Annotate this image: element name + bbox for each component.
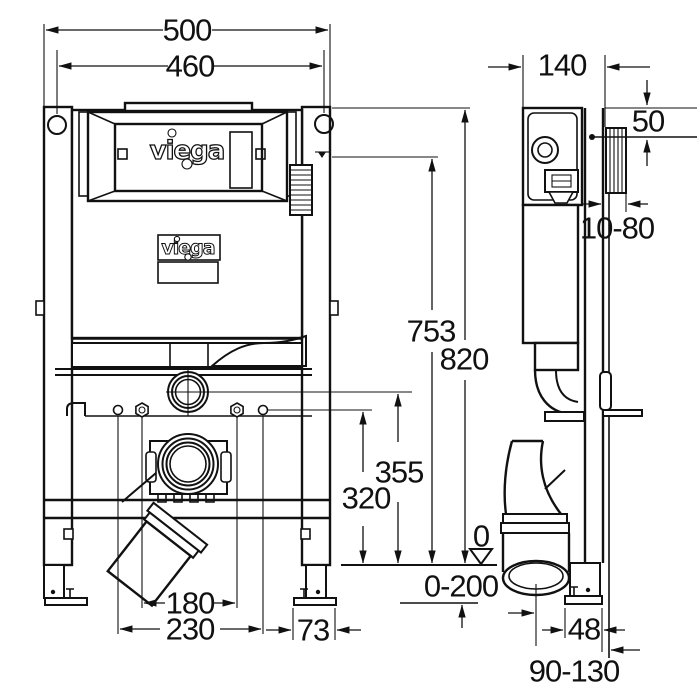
- svg-text:10-80: 10-80: [580, 211, 655, 246]
- svg-text:73: 73: [297, 613, 329, 648]
- svg-text:230: 230: [166, 612, 215, 647]
- ribbed-block: [289, 164, 313, 216]
- svg-text:140: 140: [538, 48, 587, 83]
- svg-text:90-130: 90-130: [529, 654, 620, 689]
- dim-73: 73: [266, 608, 361, 648]
- svg-text:180: 180: [166, 586, 215, 621]
- viega-logo-plate: viega: [150, 136, 225, 166]
- svg-text:320: 320: [342, 481, 391, 516]
- flush-pipe-connection: [166, 368, 412, 416]
- viega-logo-label: viega: [161, 237, 214, 259]
- svg-text:500: 500: [163, 13, 212, 48]
- svg-text:753: 753: [407, 314, 456, 349]
- dim-10-80: 10-80: [580, 200, 656, 246]
- fixing-nut-left: [135, 402, 149, 418]
- flush-bend-flange: [544, 411, 585, 422]
- svg-text:355: 355: [375, 455, 424, 490]
- front-view-cistern: viega viega: [55, 101, 329, 376]
- dim-460: 460: [56, 49, 325, 114]
- side-cistern-body: [521, 203, 580, 345]
- dim-90-130: 90-130: [508, 609, 640, 689]
- datum-floor: 0 0-200: [341, 519, 500, 628]
- anchor-hole-left: [47, 115, 67, 135]
- pan-fixing-row: [66, 402, 372, 418]
- svg-text:460: 460: [166, 49, 215, 84]
- dim-320: 320: [342, 411, 392, 564]
- fixing-nut-right: [230, 402, 244, 418]
- wall-plate: [605, 127, 627, 212]
- svg-text:50: 50: [632, 104, 665, 139]
- type-label: viega: [157, 234, 221, 284]
- drain-socket: [121, 433, 232, 503]
- side-leg: [583, 108, 605, 563]
- svg-text:0: 0: [473, 519, 490, 554]
- wall-bracket: [602, 409, 643, 417]
- tank-bottom-band: [71, 334, 307, 368]
- side-view: [500, 106, 643, 658]
- drain-elbow: [500, 439, 571, 646]
- dim-48: 48: [542, 608, 625, 652]
- flush-plate: viega: [86, 110, 289, 203]
- dim-50: 50: [589, 80, 697, 166]
- anchor-hole-right: [314, 114, 334, 134]
- svg-text:48: 48: [568, 612, 600, 647]
- foot-left: [43, 564, 88, 606]
- dim-180-230: 180 230: [117, 416, 264, 647]
- side-foot: [564, 562, 603, 605]
- corrugated-hose-coil: [209, 334, 307, 367]
- dim-500: 500: [43, 13, 331, 107]
- supply-connection: [531, 136, 559, 164]
- dim-355: 355: [375, 393, 424, 564]
- dim-820: 820: [332, 107, 490, 564]
- datum-triangle: [468, 548, 494, 566]
- dim-140: 140: [488, 48, 650, 127]
- lower-cross-rail: [44, 498, 330, 520]
- svg-text:0-200: 0-200: [424, 569, 499, 604]
- dim-753: 753: [332, 156, 456, 564]
- svg-text:820: 820: [440, 342, 489, 377]
- foot-right: [293, 564, 337, 606]
- angled-outlet-pipe: [106, 501, 209, 608]
